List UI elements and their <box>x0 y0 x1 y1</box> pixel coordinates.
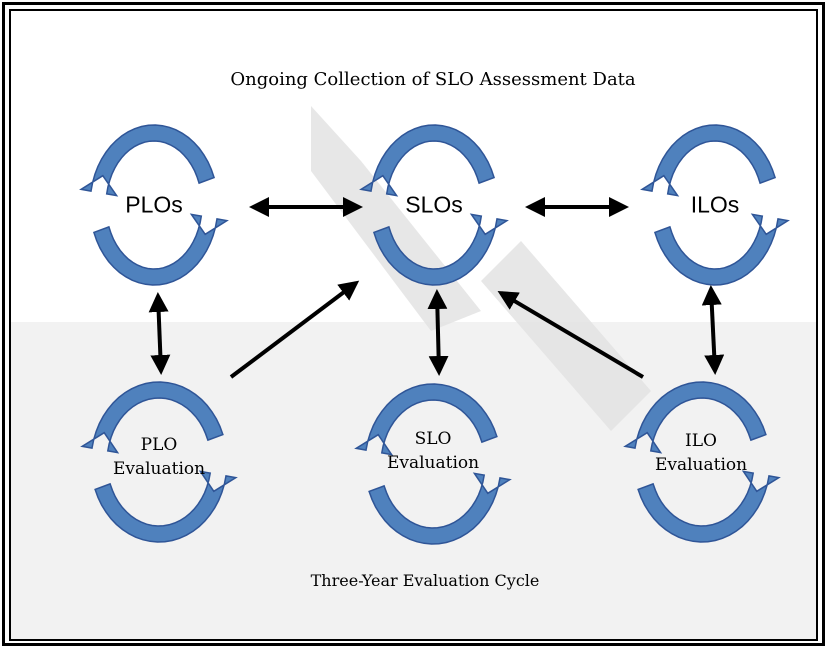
ilos-ilo-evaluation-arrow <box>701 285 725 375</box>
plos-label: PLOs <box>125 191 183 218</box>
ilo-evaluation-cycle-icon <box>623 381 781 543</box>
slos-upper-arc <box>359 124 496 197</box>
plos-plo-evaluation-arrow <box>148 292 171 375</box>
top-caption: Ongoing Collection of SLO Assessment Dat… <box>230 69 636 90</box>
plo-evaluation-line1: PLO <box>140 435 178 455</box>
ilo-evaluation-label: ILO Evaluation <box>655 429 747 477</box>
ilos-label: ILOs <box>690 191 740 218</box>
ilos-cycle-icon <box>640 124 790 286</box>
evaluation-band <box>11 322 816 639</box>
diagram-canvas <box>79 106 790 545</box>
plo-evaluation-to-slos-arrow <box>229 280 360 379</box>
plo-evaluation-upper-arc <box>80 381 224 454</box>
slos-slo-evaluation-arrow <box>427 289 449 376</box>
slos-cycle-icon <box>359 124 509 286</box>
ilo-evaluation-upper-arc <box>623 381 767 454</box>
plos-cycle-icon <box>79 124 229 286</box>
slo-evaluation-upper-arc <box>354 383 498 456</box>
slos-label: SLOs <box>405 191 463 218</box>
slo-evaluation-line2: Evaluation <box>386 453 480 473</box>
ilo-evaluation-lower-arc <box>637 470 781 543</box>
ilo-evaluation-line1: ILO <box>685 431 717 451</box>
slos-lower-arc <box>372 213 509 286</box>
ilo-evaluation-to-slos-arrow <box>497 290 645 379</box>
plo-evaluation-cycle-icon <box>80 381 238 543</box>
plo-evaluation-label: PLO Evaluation <box>113 433 205 481</box>
plo-evaluation-line2: Evaluation <box>112 459 206 479</box>
outer-border <box>2 2 825 646</box>
plos-lower-arc <box>92 213 229 286</box>
diagram-frame: Ongoing Collection of SLO Assessment Dat… <box>9 9 818 641</box>
slo-evaluation-lower-arc <box>368 472 512 545</box>
slo-evaluation-cycle-icon <box>354 383 512 545</box>
slo-evaluation-label: SLO Evaluation <box>387 427 479 475</box>
bottom-caption: Three-Year Evaluation Cycle <box>310 571 540 590</box>
ilos-lower-arc <box>653 213 790 286</box>
plos-upper-arc <box>79 124 216 197</box>
plo-evaluation-lower-arc <box>94 470 238 543</box>
ilo-evaluation-line2: Evaluation <box>654 455 748 475</box>
ilos-upper-arc <box>640 124 777 197</box>
slo-evaluation-line1: SLO <box>414 429 452 449</box>
